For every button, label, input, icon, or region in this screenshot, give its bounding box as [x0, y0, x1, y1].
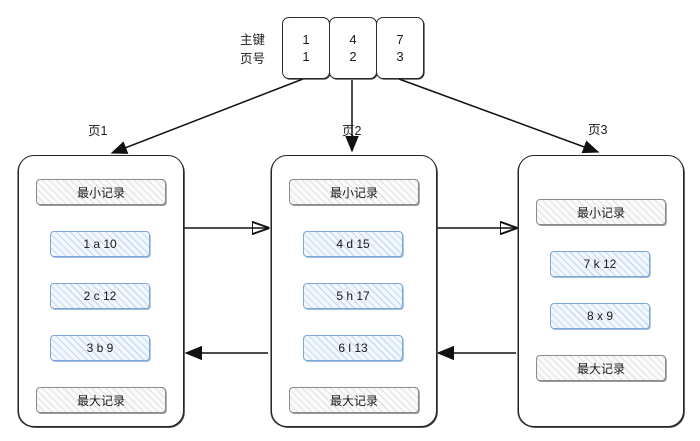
page-3-record-3-text: 最大记录	[576, 361, 625, 376]
page-2-record-3[interactable]: 6 l 13	[303, 335, 403, 361]
index-node: 1 1 4 2 7 3	[282, 17, 424, 79]
page-3-record-2[interactable]: 8 x 9	[550, 303, 650, 329]
index-cell-1[interactable]: 1 1	[282, 17, 330, 79]
index-cell-2-page: 2	[349, 49, 357, 64]
index-cell-3[interactable]: 7 3	[376, 17, 424, 79]
page-2-box[interactable]: 最小记录 4 d 15 5 h 17 6 l 13 最大记录	[271, 155, 437, 427]
page-1-record-1[interactable]: 1 a 10	[50, 231, 150, 257]
index-cell-2[interactable]: 4 2	[329, 17, 377, 79]
label-page-number: 页号	[239, 52, 265, 66]
page-3-record-1-text: 7 k 12	[583, 257, 617, 271]
index-cell-1-key: 1	[302, 32, 310, 47]
page-1-record-4-text: 最大记录	[76, 393, 125, 408]
page-1-record-0[interactable]: 最小记录	[36, 179, 166, 205]
page-3-label: 页3	[588, 123, 608, 137]
page-1-label: 页1	[88, 124, 108, 138]
index-cell-1-page: 1	[302, 49, 310, 64]
page-1-record-3-text: 3 b 9	[86, 341, 114, 355]
label-primary-key: 主键	[239, 33, 265, 47]
page-2-record-4[interactable]: 最大记录	[289, 387, 419, 413]
page-1-record-2[interactable]: 2 c 12	[50, 283, 150, 309]
page-3-box[interactable]: 最小记录 7 k 12 8 x 9 最大记录	[518, 155, 684, 427]
page-2-record-2-text: 5 h 17	[336, 289, 370, 303]
page-2-label: 页2	[342, 124, 362, 138]
page-3-record-2-text: 8 x 9	[586, 309, 613, 323]
page-1-record-1-text: 1 a 10	[83, 237, 117, 251]
page-3-record-3[interactable]: 最大记录	[536, 355, 666, 381]
page-3-record-0-text: 最小记录	[576, 205, 625, 220]
page-1-box[interactable]: 最小记录 1 a 10 2 c 12 3 b 9 最大记录	[18, 155, 184, 427]
page-2-record-0[interactable]: 最小记录	[289, 179, 419, 205]
page-3-record-0[interactable]: 最小记录	[536, 199, 666, 225]
page-1-record-2-text: 2 c 12	[83, 289, 117, 303]
page-3-record-1[interactable]: 7 k 12	[550, 251, 650, 277]
index-cell-2-key: 4	[349, 32, 357, 47]
page-1-record-4[interactable]: 最大记录	[36, 387, 166, 413]
page-1-record-3[interactable]: 3 b 9	[50, 335, 150, 361]
page-2-record-4-text: 最大记录	[329, 393, 378, 408]
page-2-record-3-text: 6 l 13	[338, 341, 368, 355]
page-1-record-0-text: 最小记录	[76, 185, 125, 200]
index-cell-3-page: 3	[396, 49, 404, 64]
page-2-record-0-text: 最小记录	[329, 185, 378, 200]
page-2-record-2[interactable]: 5 h 17	[303, 283, 403, 309]
page-2-record-1[interactable]: 4 d 15	[303, 231, 403, 257]
page-2-record-1-text: 4 d 15	[336, 237, 370, 251]
index-node-labels: 主键 页号	[205, 31, 265, 69]
index-cell-3-key: 7	[396, 32, 404, 47]
